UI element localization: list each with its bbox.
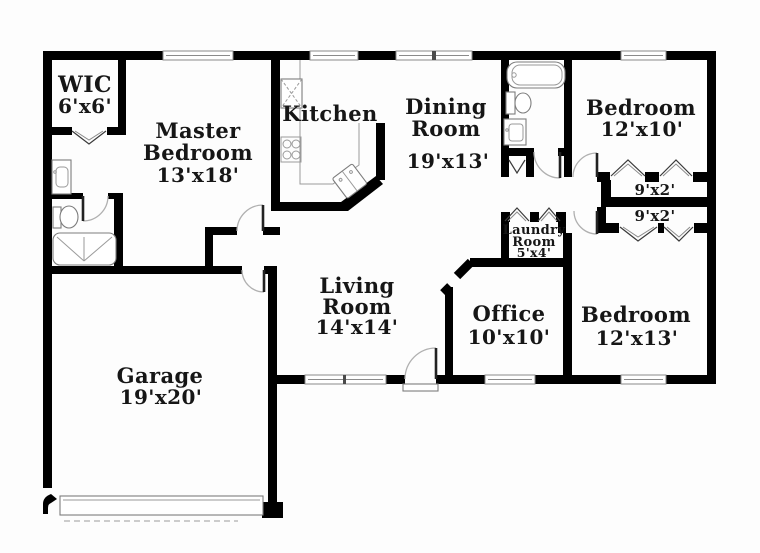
bifold-door-icon [619, 226, 658, 242]
window-icon [309, 50, 359, 61]
bifold-door-icon [659, 159, 693, 177]
room-dims-office: 10'x10' [468, 325, 551, 349]
room-dims-laundry: 5'x4' [517, 245, 552, 260]
room-label-master-line1: Master [155, 118, 241, 143]
room-label-office: Office [473, 301, 546, 326]
bathtub-icon [506, 61, 566, 89]
front-door-swing-icon [404, 347, 438, 380]
sink-icon [503, 118, 527, 146]
sink-icon [51, 159, 72, 195]
room-dims-master: 13'x18' [157, 163, 240, 187]
room-label-laundry-line1: Laundry [503, 223, 566, 238]
room-labels: WIC 6'x6' Master Bedroom 13'x18' Kitchen… [57, 72, 696, 409]
room-dims-living: 14'x14' [316, 315, 399, 339]
room-label-kitchen: Kitchen [282, 101, 377, 126]
bifold-door-icon [663, 226, 694, 242]
bifold-door-icon [504, 207, 530, 222]
door-swing-icon [241, 269, 266, 293]
bifold-doors [71, 130, 694, 242]
room-label-wic: WIC [57, 72, 112, 98]
room-label-bedroom-bottom: Bedroom [581, 302, 691, 327]
doors [81, 151, 599, 392]
door-swing-icon [236, 204, 265, 232]
room-label-living-line2: Room [322, 294, 391, 319]
kitchen-sink-icon [332, 163, 367, 199]
toilet-icon [505, 91, 532, 115]
garage-door-icon [59, 495, 264, 522]
room-dims-wic: 6'x6' [58, 94, 112, 118]
front-door-stoop-icon [402, 383, 439, 392]
closet-dims-top: 9'x2' [634, 181, 675, 199]
room-label-living-line1: Living [319, 273, 394, 298]
room-label-dining-line1: Dining [405, 94, 487, 119]
door-swing-icon [573, 210, 599, 235]
door-swing-icon [572, 152, 599, 178]
window-icon [304, 374, 387, 385]
door-swing-icon [533, 151, 562, 179]
room-dims-dining: 19'x13' [407, 149, 490, 173]
bifold-door-icon [610, 159, 646, 177]
windows [162, 50, 667, 385]
stove-icon [280, 136, 302, 163]
room-label-bedroom-top: Bedroom [586, 95, 696, 120]
room-dims-bedroom-bottom: 12'x13' [596, 326, 679, 350]
fixtures [43, 60, 566, 522]
refrigerator-icon [280, 78, 303, 109]
room-label-dining-line2: Room [411, 116, 480, 141]
bifold-door-icon [71, 130, 107, 145]
door-swing-icon [81, 195, 109, 222]
toilet-icon [52, 205, 79, 229]
bifold-door-icon [508, 159, 526, 175]
window-icon [395, 50, 473, 61]
window-icon [620, 374, 667, 385]
room-label-master-line2: Bedroom [143, 140, 253, 165]
window-icon [620, 50, 667, 61]
room-label-garage: Garage [117, 363, 204, 388]
walls [43, 51, 716, 518]
room-dims-bedroom-top: 12'x10' [601, 117, 684, 141]
bifold-door-icon [537, 207, 561, 222]
window-icon [162, 50, 234, 61]
shower-icon [52, 232, 117, 266]
room-label-laundry-line2: Room [512, 235, 556, 250]
window-icon [484, 374, 536, 385]
room-dims-garage: 19'x20' [120, 385, 203, 409]
garage-corner-step-icon [43, 494, 57, 514]
closet-dims-bottom: 9'x2' [634, 207, 675, 225]
